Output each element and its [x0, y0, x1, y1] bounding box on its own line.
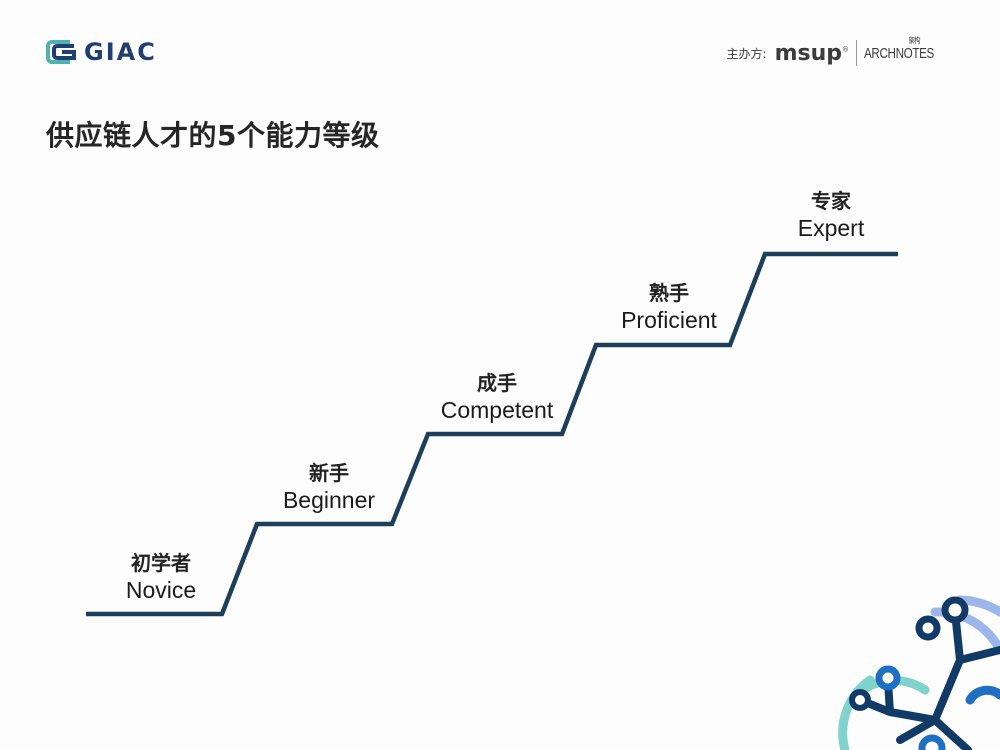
level-beginner: 新手 Beginner — [244, 460, 414, 514]
level-cn: 新手 — [309, 461, 349, 485]
level-en: Novice — [125, 577, 197, 603]
page-title: 供应链人才的5个能力等级 — [46, 119, 380, 152]
level-novice: 初学者 Novice — [76, 550, 246, 604]
level-cn: 专家 — [811, 189, 851, 213]
level-cn: 熟手 — [649, 281, 689, 305]
level-en: Beginner — [282, 487, 376, 513]
level-competent: 成手 Competent — [412, 370, 582, 424]
level-cn: 成手 — [477, 371, 517, 395]
level-expert: 专家 Expert — [746, 188, 916, 242]
archnotes-logo: ARCHNOTES 架构 — [864, 35, 934, 62]
sponsors: 主办方: msup® ARCHNOTES 架构 — [726, 35, 954, 66]
logo-text: GIAC — [84, 38, 157, 66]
msup-logo: msup® — [774, 40, 849, 66]
network-decoration-icon — [838, 595, 1000, 750]
level-cn: 初学者 — [131, 551, 191, 575]
level-en: Proficient — [621, 307, 717, 333]
level-en: Competent — [440, 397, 554, 423]
giac-logo: GIAC — [44, 38, 157, 66]
sponsor-label: 主办方: — [726, 46, 767, 61]
sponsor-divider — [856, 40, 857, 66]
giac-logo-icon — [46, 40, 76, 64]
level-en: Expert — [797, 215, 865, 241]
level-proficient: 熟手 Proficient — [584, 280, 754, 334]
